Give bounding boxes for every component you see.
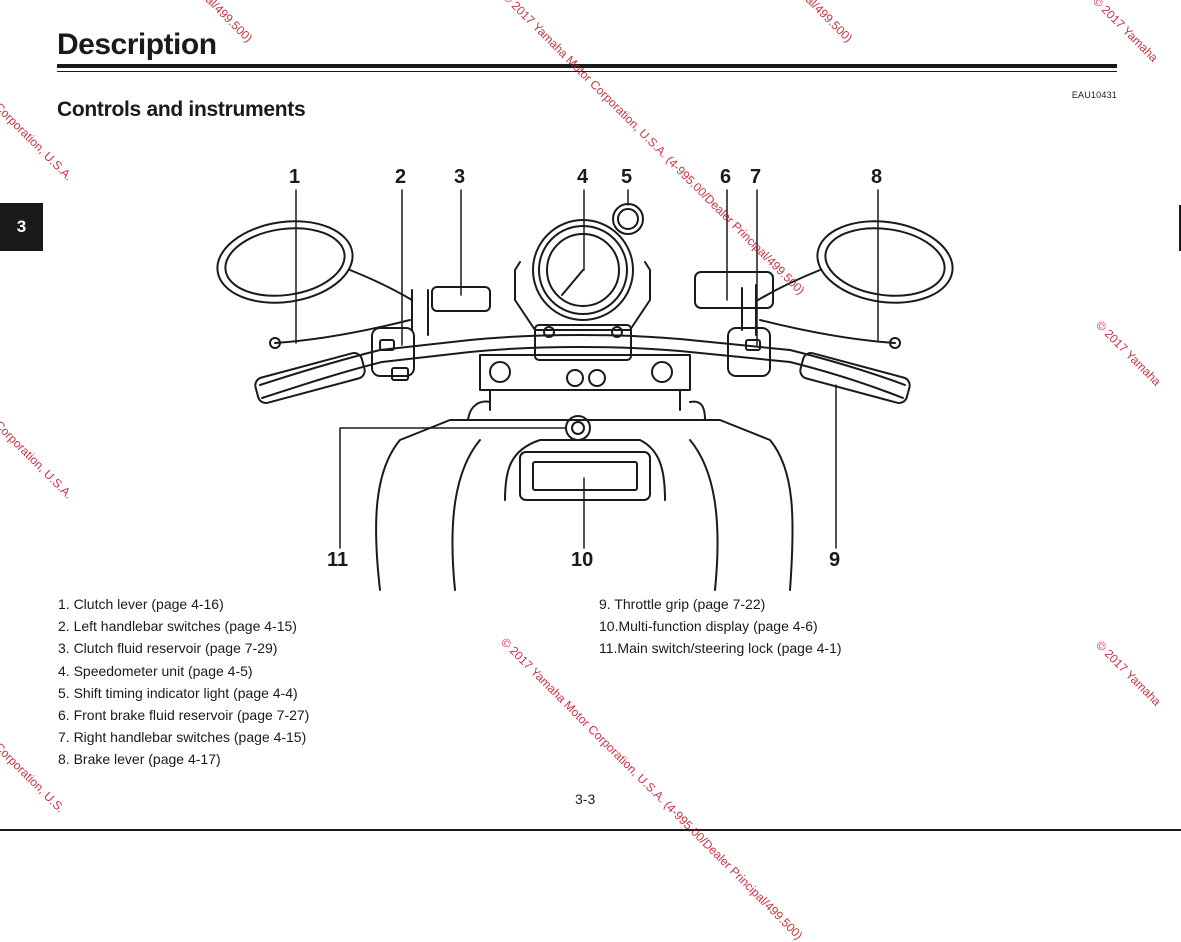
chapter-tab: 3 xyxy=(0,203,43,251)
callout-7: 7 xyxy=(750,166,761,188)
callout-1: 1 xyxy=(289,166,300,188)
motorcycle-controls-illustration: 1 2 3 4 5 6 7 8 9 10 11 xyxy=(216,166,954,591)
watermark-text: © 2017 Yamaha Motor Corporation, U.S.A. … xyxy=(498,635,806,942)
right-switch-housing-drawing xyxy=(727,327,771,377)
left-grip-drawing xyxy=(254,352,366,404)
fuel-tank-drawing xyxy=(375,400,794,591)
callout-10: 10 xyxy=(571,549,593,571)
legend-item: 9. Throttle grip (page 7-22) xyxy=(599,596,766,612)
legend-right-column: 9. Throttle grip (page 7-22) 10.Multi-fu… xyxy=(599,593,842,660)
brake-lever-drawing xyxy=(759,319,901,349)
callout-11: 11 xyxy=(327,549,348,571)
legend-item: 2. Left handlebar switches (page 4-15) xyxy=(58,618,297,635)
document-code: EAU10431 xyxy=(1071,90,1117,100)
callout-9: 9 xyxy=(829,549,840,571)
title-rule-thick xyxy=(57,64,1117,68)
watermark-text: pal/499.500) xyxy=(798,0,856,46)
legend-item: 10.Multi-function display (page 4-6) xyxy=(599,618,818,635)
handlebar-drawing xyxy=(259,334,906,399)
legend-item: 6. Front brake fluid reservoir (page 7-2… xyxy=(58,707,310,724)
watermark-text: © 2017 Yamaha xyxy=(1093,318,1164,389)
title-rule-thin xyxy=(57,71,1117,72)
callout-4: 4 xyxy=(577,166,589,188)
callout-numbers: 1 2 3 4 5 6 7 8 9 10 11 xyxy=(289,166,882,571)
page-number: 3-3 xyxy=(575,791,596,807)
right-edge-mark xyxy=(1179,205,1181,251)
multi-function-display-drawing xyxy=(519,451,651,501)
brake-reservoir-drawing xyxy=(694,271,774,336)
clutch-lever-drawing xyxy=(269,319,411,349)
legend-item: 1. Clutch lever (page 4-16) xyxy=(58,596,224,612)
callout-5: 5 xyxy=(621,166,632,188)
legend-item: 8. Brake lever (page 4-17) xyxy=(58,751,221,768)
watermark-text: © 2017 Yamaha xyxy=(1090,0,1161,65)
legend-left-column: 1. Clutch lever (page 4-16) 2. Left hand… xyxy=(58,593,309,771)
callout-8: 8 xyxy=(871,166,882,188)
section-title: Controls and instruments xyxy=(57,98,306,121)
leader-lines xyxy=(295,189,879,549)
mirror-right-drawing xyxy=(757,220,954,304)
callout-3: 3 xyxy=(454,166,465,188)
watermark-text: or Corporation, U.S.A. xyxy=(0,408,76,502)
mirror-left-drawing xyxy=(216,220,413,304)
callout-6: 6 xyxy=(720,166,731,188)
legend-item: 7. Right handlebar switches (page 4-15) xyxy=(58,729,307,746)
footer-rule xyxy=(0,829,1181,831)
legend-item: 3. Clutch fluid reservoir (page 7-29) xyxy=(58,640,278,657)
callout-2: 2 xyxy=(395,166,406,188)
clutch-reservoir-drawing xyxy=(411,286,491,336)
shift-light-drawing xyxy=(612,203,644,235)
chapter-number: 3 xyxy=(16,217,27,236)
watermark-text: © 2017 Yamaha xyxy=(1093,638,1164,709)
right-grip-drawing xyxy=(799,352,911,404)
left-switch-housing-drawing xyxy=(371,327,415,381)
legend-item: 11.Main switch/steering lock (page 4-1) xyxy=(599,640,842,657)
legend-item: 4. Speedometer unit (page 4-5) xyxy=(58,662,253,679)
speedometer-drawing xyxy=(514,219,651,361)
fork-clamp-drawing xyxy=(479,354,691,411)
legend-item: 5. Shift timing indicator light (page 4-… xyxy=(58,684,298,701)
page-title: Description xyxy=(57,28,217,61)
